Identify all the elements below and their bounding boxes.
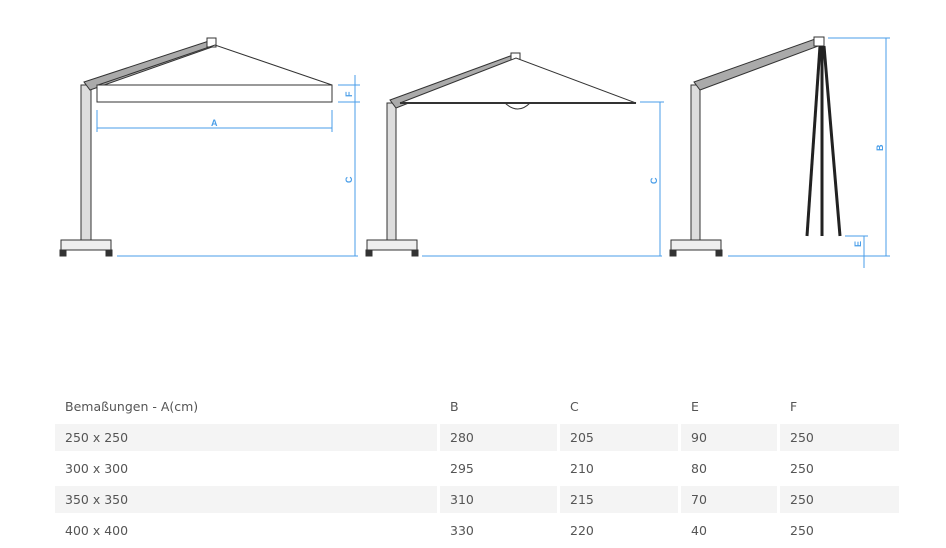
dimensions-table: Bemaßungen - A(cm) B C E F 250 x 250 280…	[52, 389, 902, 548]
umbrella-closed-view	[669, 36, 842, 257]
cell-b: 280	[440, 424, 557, 451]
dimension-label-a: A	[211, 118, 218, 128]
header-b: B	[450, 399, 459, 414]
cell-e: 80	[691, 461, 707, 476]
header-e: E	[691, 399, 699, 414]
table-row: 350 x 350 310 215 70 250	[55, 486, 899, 513]
umbrella-dimension-diagram: A F C C B E	[59, 36, 890, 268]
cell-a: 250 x 250	[55, 424, 437, 451]
table-header-row: Bemaßungen - A(cm) B C E F	[55, 393, 899, 420]
header-f: F	[790, 399, 798, 414]
header-c: C	[570, 399, 579, 414]
cell-c: 215	[560, 486, 678, 513]
dimension-label-c-tilted: C	[649, 177, 659, 184]
cell-c: 205	[560, 424, 678, 451]
dimension-label-b: B	[875, 144, 885, 151]
cell-f: 250	[790, 523, 814, 538]
cell-e: 40	[691, 523, 707, 538]
cell-a: 400 x 400	[65, 523, 129, 538]
cell-e: 70	[681, 486, 777, 513]
header-dimensions-a: Bemaßungen - A(cm)	[65, 399, 199, 414]
cell-b: 295	[450, 461, 474, 476]
cell-b: 310	[440, 486, 557, 513]
cell-a: 350 x 350	[55, 486, 437, 513]
cell-f: 250	[790, 461, 814, 476]
cell-c: 220	[570, 523, 594, 538]
dimension-label-e: E	[853, 241, 863, 247]
cell-b: 330	[450, 523, 474, 538]
umbrella-tilted-view	[365, 52, 637, 257]
table-row: 300 x 300 295 210 80 250	[55, 455, 899, 482]
dimension-lines	[96, 37, 890, 268]
table-row: 250 x 250 280 205 90 250	[55, 424, 899, 451]
table-row: 400 x 400 330 220 40 250	[55, 517, 899, 544]
cell-f: 250	[780, 486, 899, 513]
dimension-label-f: F	[344, 91, 354, 97]
cell-f: 250	[780, 424, 899, 451]
cell-c: 210	[570, 461, 594, 476]
cell-a: 300 x 300	[65, 461, 129, 476]
umbrella-open-side-view	[59, 37, 333, 257]
cell-e: 90	[681, 424, 777, 451]
dimension-label-c: C	[344, 176, 354, 183]
